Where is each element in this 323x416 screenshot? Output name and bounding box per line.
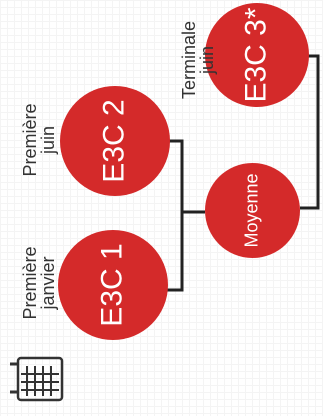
e3c1-period-label: Première janvier [20,246,58,320]
e3c2-node: E3C 2 [60,86,170,196]
e3c1-label: E3C 1 [95,243,129,327]
e3c3-node: E3C 3* [205,3,309,107]
e3c2-period-label: Première juin [20,103,58,177]
calendar-icon [10,356,64,402]
e3c1-node: E3C 1 [58,230,168,340]
moyenne-node: Moyenne [205,163,300,258]
e3c3-label: E3C 3* [240,7,273,103]
e3c2-label: E3C 2 [97,99,131,183]
e3c3-period-label: Terminale juin [179,20,217,100]
moyenne-label: Moyenne [242,173,262,248]
